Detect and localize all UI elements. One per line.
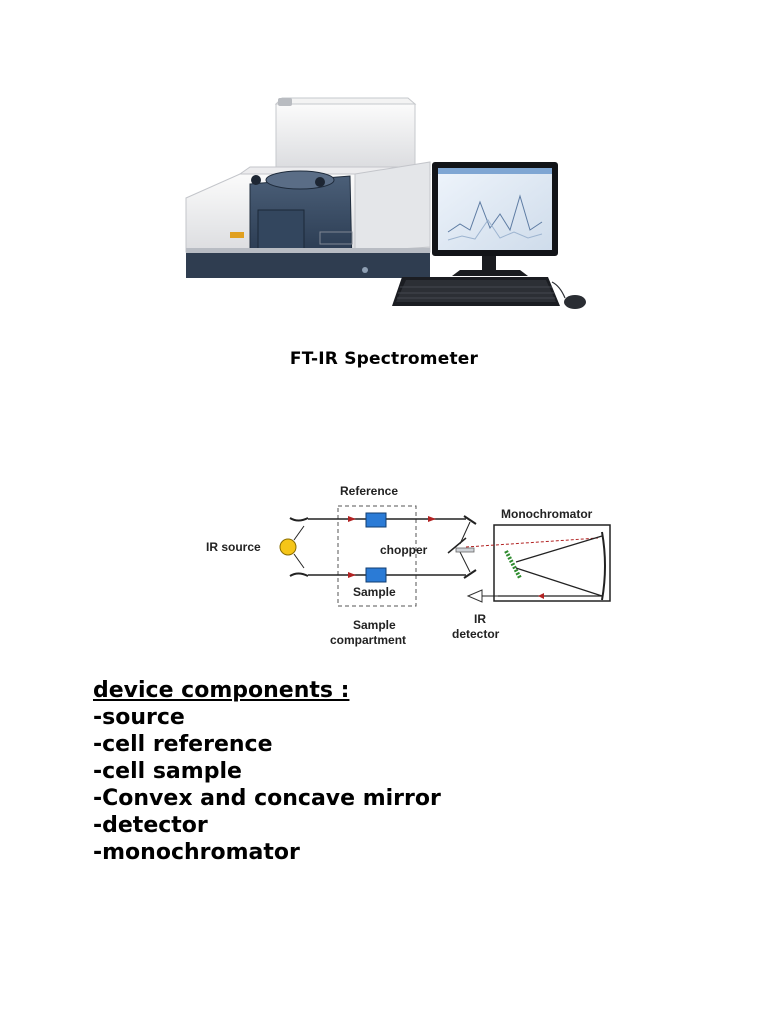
ir-source-icon <box>279 538 297 556</box>
ir-detector-icon <box>466 589 483 603</box>
label-monochromator: Monochromator <box>501 507 593 521</box>
sample-cell-icon <box>365 567 387 583</box>
label-ir-source: IR source <box>206 540 261 554</box>
mouse <box>551 281 586 309</box>
monochromator-box <box>493 524 611 602</box>
component-item-monochromator: -monochromator <box>93 840 300 865</box>
sample-beam-arrow-icon <box>348 572 356 578</box>
ft-ir-schematic-diagram: Reference Monochromator IR source choppe… <box>206 484 611 647</box>
source-mirror-bottom-icon <box>289 572 309 577</box>
photo-caption: FT-IR Spectrometer <box>289 349 479 369</box>
sample-compartment-box <box>337 505 417 607</box>
chopper-icon <box>447 537 475 554</box>
monochromator-mirror-icon <box>601 531 606 601</box>
keyboard <box>392 277 560 306</box>
output-beam <box>465 537 599 548</box>
label-sample-compartment-line1: Sample <box>353 618 396 632</box>
component-item-cell-reference: -cell reference <box>93 732 273 757</box>
grating-icon <box>504 550 522 579</box>
ft-ir-instrument-photo <box>185 97 586 309</box>
components-heading: device components : <box>93 678 350 703</box>
label-sample-compartment-line2: compartment <box>330 633 406 647</box>
spectrometer-unit <box>185 97 431 278</box>
label-ir-detector-line1: IR <box>474 612 486 626</box>
monitor <box>432 162 558 276</box>
components-list: -source -cell reference -cell sample -Co… <box>93 704 441 866</box>
component-item-detector: -detector <box>93 813 208 838</box>
label-ir-detector-line2: detector <box>452 627 500 641</box>
label-chopper: chopper <box>380 543 428 557</box>
source-mirror-top-icon <box>289 517 309 522</box>
component-item-source: -source <box>93 705 185 730</box>
component-item-cell-sample: -cell sample <box>93 759 242 784</box>
label-sample: Sample <box>353 585 396 599</box>
label-reference: Reference <box>340 484 398 498</box>
component-item-mirror: -Convex and concave mirror <box>93 786 441 811</box>
device-components-section: device components : -source -cell refere… <box>93 677 441 866</box>
reference-beam-arrow-icon <box>348 516 356 522</box>
reference-cell-icon <box>365 512 387 528</box>
